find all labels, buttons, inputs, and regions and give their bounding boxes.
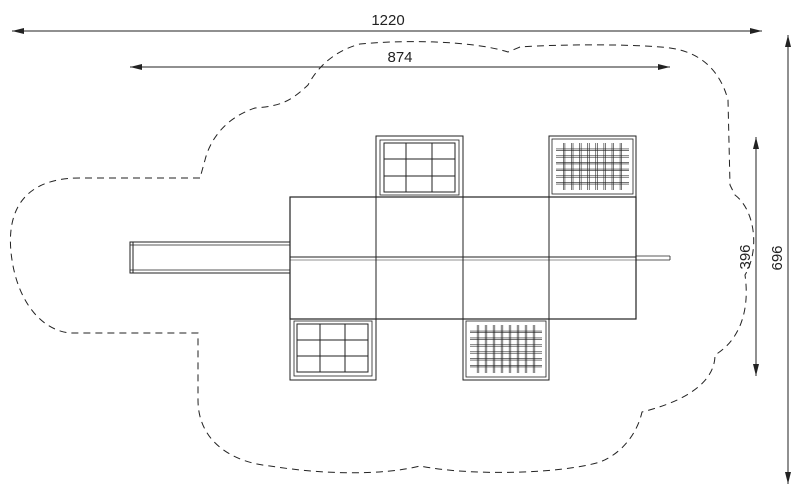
- climbing-net-bottom: [462, 318, 550, 381]
- safety-zone-outline: [9, 41, 755, 474]
- dimension-label-platform-length: 874: [387, 49, 412, 66]
- dimension-overall-length: 1220: [12, 12, 762, 34]
- dimension-platform-width: 396: [737, 137, 759, 376]
- dimension-overall-width: 696: [769, 35, 791, 484]
- climbing-grid-top: [375, 135, 464, 198]
- dimension-label-overall-length: 1220: [371, 12, 404, 29]
- exit-rail: [636, 255, 671, 261]
- climbing-grid-bottom: [289, 318, 377, 381]
- climbing-net-top: [548, 135, 637, 198]
- dimension-label-overall-width: 696: [769, 245, 786, 270]
- dimension-label-platform-width: 396: [737, 244, 754, 269]
- main-platform: [289, 196, 637, 320]
- dimension-platform-length: 874: [130, 49, 670, 70]
- slide: [129, 241, 291, 274]
